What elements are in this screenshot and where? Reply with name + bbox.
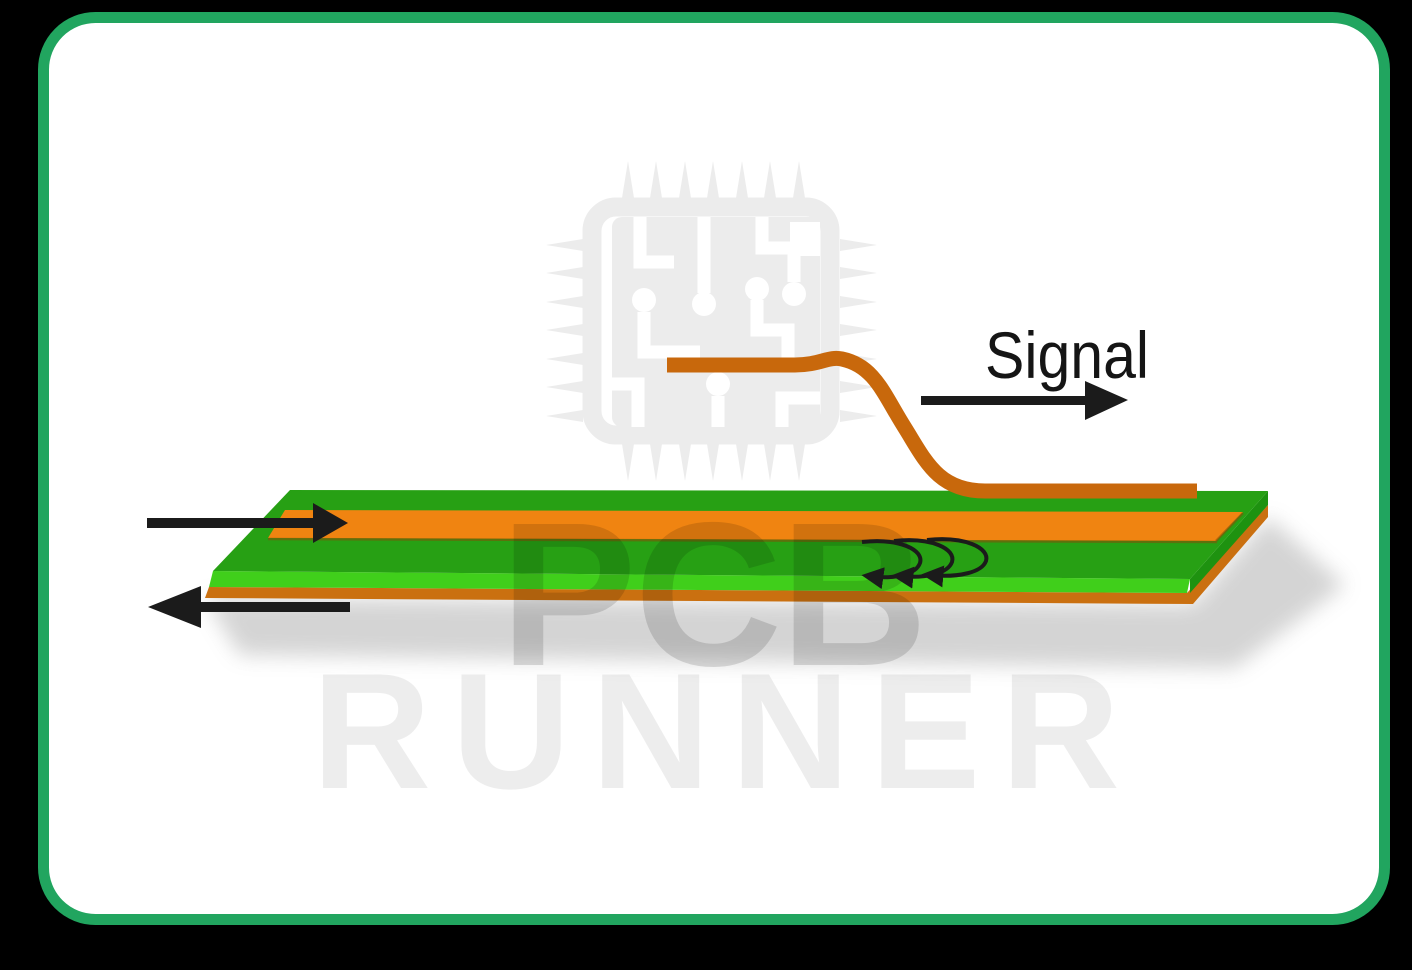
return-current-arrow	[148, 586, 350, 628]
signal-direction-arrow	[921, 381, 1128, 420]
signal-label: Signal	[985, 318, 1149, 392]
chip-trace	[775, 391, 820, 427]
chip-pad-square	[790, 222, 820, 256]
microstrip-trace-edge	[267, 512, 1244, 544]
ground-plane-layer	[205, 505, 1268, 604]
chip-trace	[637, 312, 700, 359]
chip-circuit-pattern	[612, 217, 820, 427]
signal-in-arrow	[147, 503, 348, 543]
board-shadow	[205, 517, 1345, 668]
chip-die	[612, 217, 820, 427]
chip-trace	[750, 300, 795, 360]
signal-trace	[667, 350, 1197, 499]
board-right-face	[1190, 491, 1268, 593]
pcb-board	[205, 490, 1268, 604]
board-front-face	[209, 571, 1190, 593]
chip-pads	[632, 277, 806, 396]
chip-watermark-icon	[546, 161, 877, 481]
return-current-loops	[861, 537, 989, 590]
chip-trace	[612, 377, 645, 427]
chip-trace	[633, 217, 674, 269]
chip-trace	[755, 217, 801, 282]
microstrip-trace	[268, 510, 1243, 541]
chip-body-outline	[582, 197, 840, 445]
return-loop-arrow	[921, 537, 989, 588]
watermark-text-pcb: PCB	[500, 480, 928, 709]
